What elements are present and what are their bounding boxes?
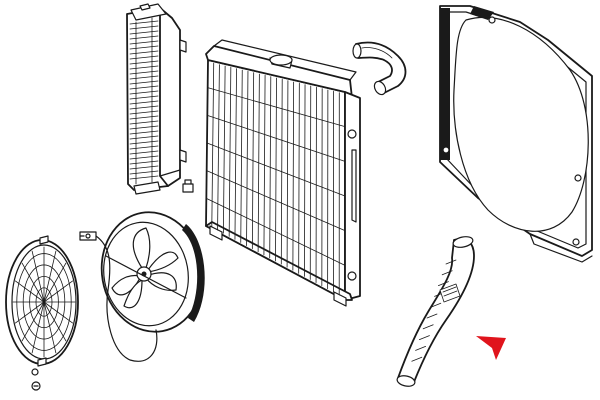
upper-hose-icon: [352, 41, 407, 96]
fan-guard-grille-icon: [5, 235, 79, 367]
oil-cooler-icon: [126, 3, 187, 195]
radiator-icon: [205, 39, 361, 307]
bolt-icon: [182, 179, 194, 193]
arrow-pointer-icon: [476, 336, 506, 360]
electric-fan-icon: [100, 211, 205, 333]
screw-icon: [31, 368, 41, 391]
fan-shroud-icon: [439, 5, 593, 263]
lower-hose-icon: [396, 236, 475, 387]
wire-harness-icon: [79, 231, 158, 362]
